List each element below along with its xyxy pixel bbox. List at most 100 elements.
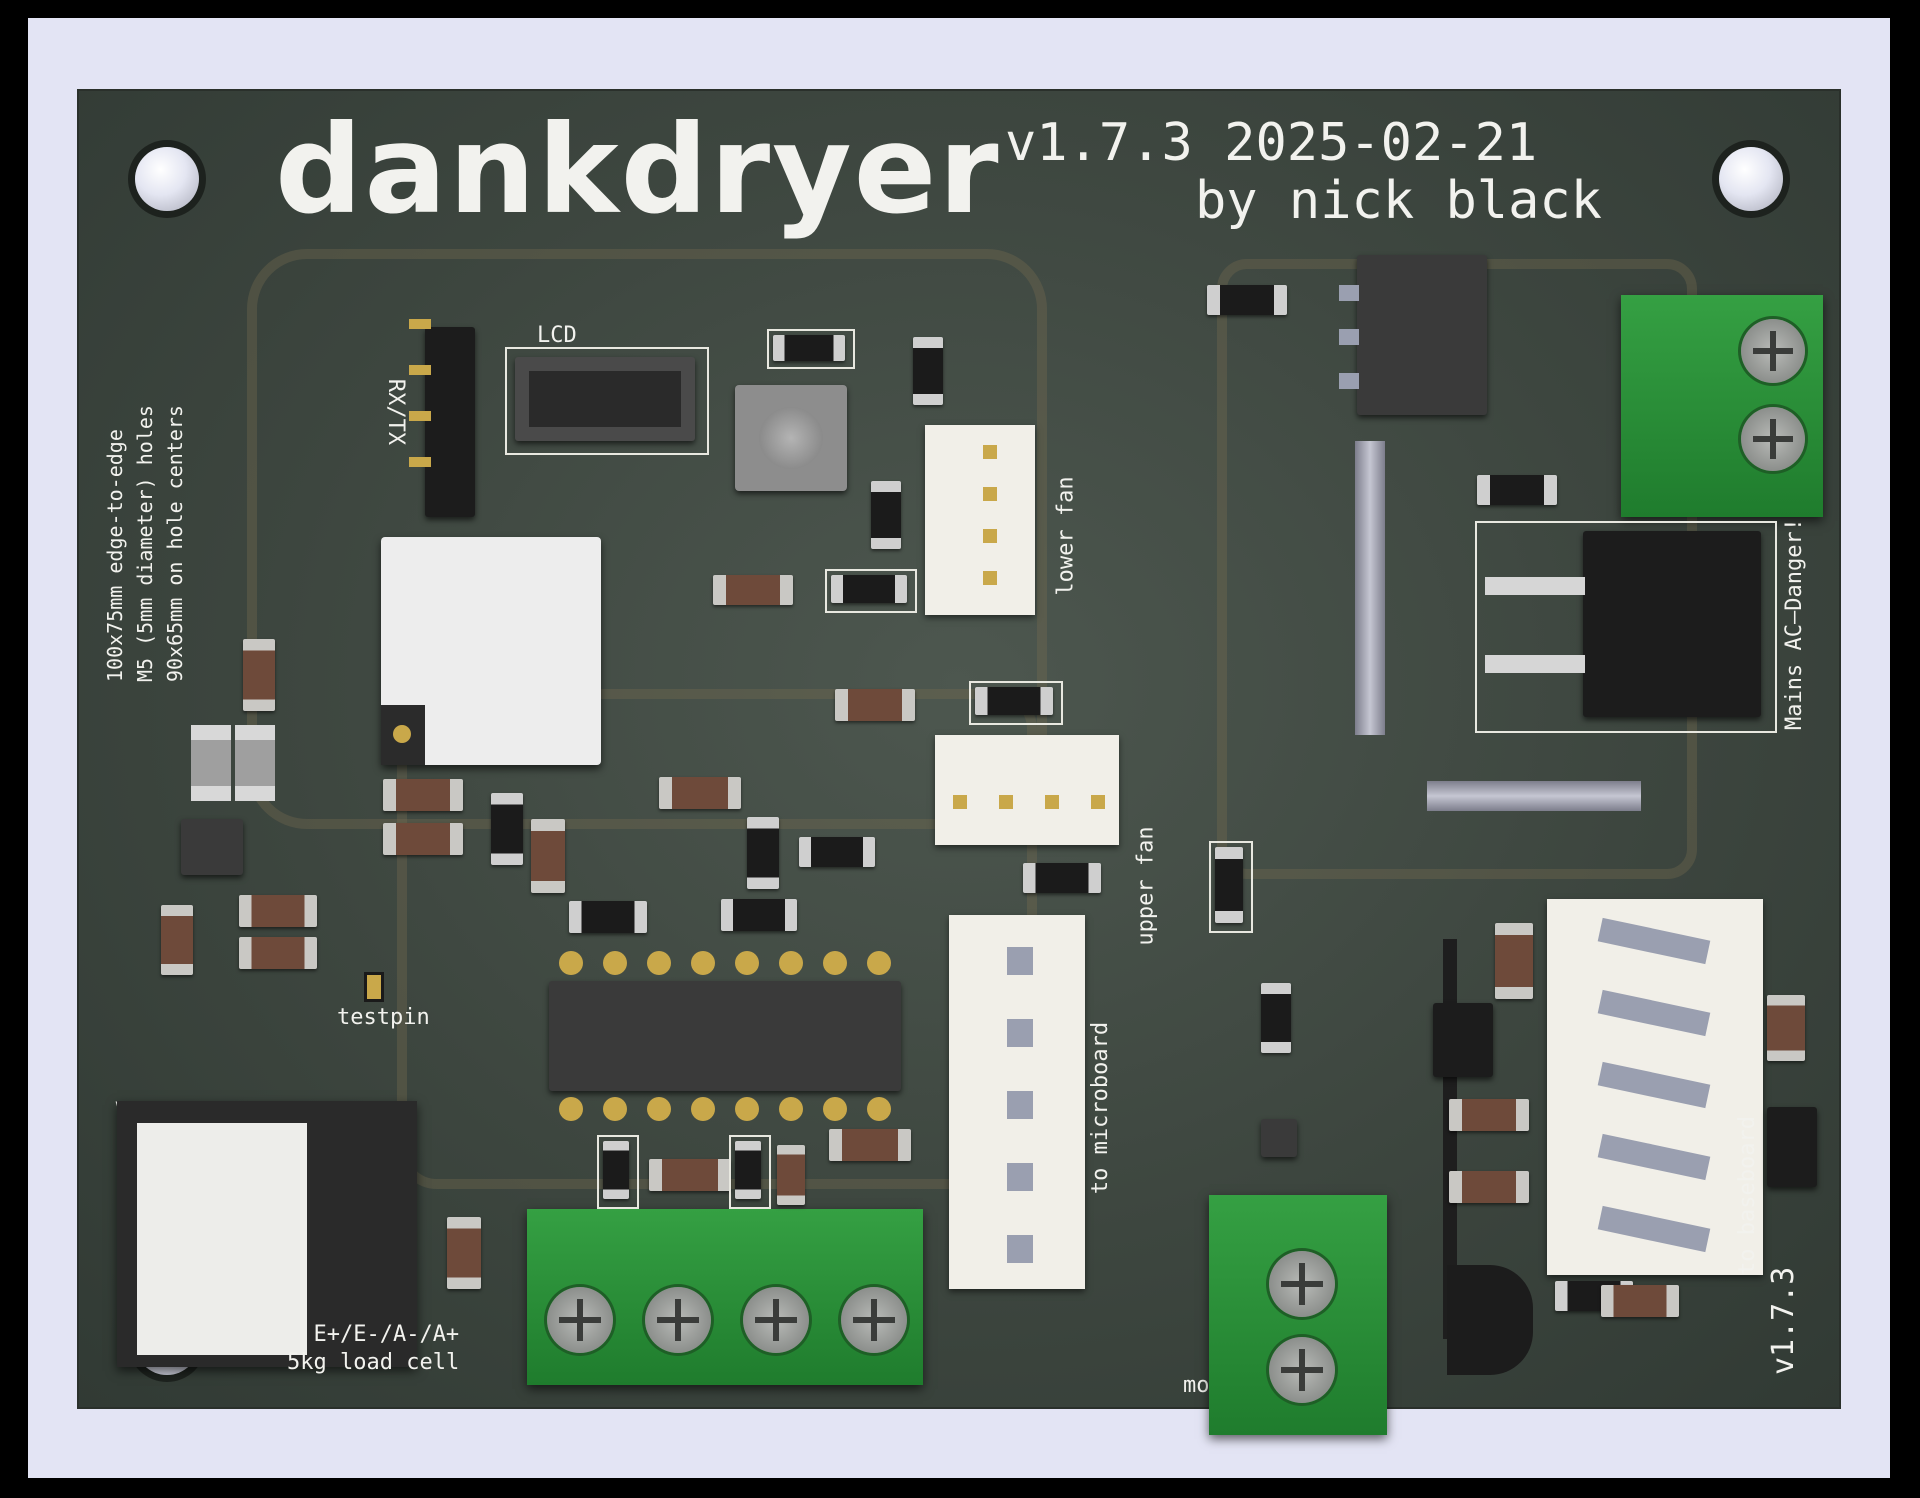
ic-pin [735,951,759,975]
version-corner: v1.7.3 [1766,1266,1801,1375]
lcd-connector-slot [529,371,681,427]
isolation-slot [1427,781,1641,811]
terminal-screw [1269,1337,1335,1403]
board-title: dankdryer [275,99,1001,241]
lcd-connector-outline [505,347,709,455]
optocoupler [1357,255,1487,415]
smd-resistor [1495,923,1533,999]
ic-pin [779,951,803,975]
ic-pin [1339,329,1359,345]
smd-resistor [649,1159,731,1191]
load-cell-label: E+/E-/A-/A+ 5kg load cell [287,1322,460,1375]
to-microboard-label: to microboard [1088,1021,1114,1195]
fan-pin [983,445,997,459]
ic-pin [647,1097,671,1121]
inductor [191,725,231,801]
smd-resistor [531,819,565,893]
ic-pin [779,1097,803,1121]
smd-resistor [1601,1285,1679,1317]
connector-pin [1007,1163,1033,1191]
fan-pin [1045,795,1059,809]
fan-pin [983,571,997,585]
to-baseboard-label: to baseboard [1735,1116,1760,1275]
rxtx-header [425,327,475,517]
smd-capacitor [1215,847,1243,923]
smd-resistor [1449,1099,1529,1131]
ic-pin [647,951,671,975]
rxtx-label: RX/TX [383,378,409,446]
smd-outline [729,1135,771,1209]
qfn-chip [181,819,243,875]
smd-capacitor [913,337,943,405]
header-pin [409,319,431,329]
connector-pin [1007,947,1033,975]
smd-capacitor [1023,863,1101,893]
smd-capacitor [975,687,1053,715]
mo-label: mo [1183,1373,1210,1398]
upper-fan-label: upper fan [1133,826,1159,946]
smd-capacitor [603,1141,629,1199]
terminal-screw [645,1287,711,1353]
ic-pin [603,951,627,975]
terminal-screw [547,1287,613,1353]
smd-outline [597,1135,639,1209]
ic-pin [823,951,847,975]
smd-resistor [829,1129,911,1161]
smd-resistor [239,895,317,927]
smd-outline [825,569,917,613]
ic-pin [867,1097,891,1121]
smd-resistor [243,639,275,711]
smd-capacitor [747,817,779,889]
smd-resistor [383,823,463,855]
smd-capacitor [773,335,845,361]
connector-pin [1007,1235,1033,1263]
smd-resistor [659,777,741,809]
mains-label: Mains AC—Danger! [1781,518,1807,730]
smd-resistor [713,575,793,605]
reset-button-cap [759,407,823,469]
smd-capacitor [1261,983,1291,1053]
fan-pin [983,529,997,543]
module-pad [393,725,411,743]
ic-pin [691,1097,715,1121]
mounting-hole [1719,147,1783,211]
smd-outline [767,329,855,369]
testpin [367,975,381,999]
ic-pin [735,1097,759,1121]
ic-pin [691,951,715,975]
header-pin [409,365,431,375]
dimensions-note: 100x75mm edge-to-edge M5 (5mm diameter) … [103,405,187,682]
fan-pin [999,795,1013,809]
ic-pin [603,1097,627,1121]
smd-outline [969,681,1063,725]
fan-pin [983,487,997,501]
smd-resistor [161,905,193,975]
smd-resistor [447,1217,481,1289]
triac [1583,531,1761,717]
terminal-screw [1741,407,1805,471]
sot23-transistor [1261,1119,1297,1157]
smd-capacitor [831,575,907,603]
author: by nick black [1195,171,1602,231]
connector-pin [1007,1019,1033,1047]
smd-capacitor [569,901,647,933]
smd-resistor [835,689,915,721]
mounting-hole [135,147,199,211]
ic-pin [1339,373,1359,389]
ic-pin [559,1097,583,1121]
ic-pin [559,951,583,975]
lcd-label: LCD [537,323,577,348]
terminal-screw [1741,319,1805,383]
ic-pin [1339,285,1359,301]
to92-transistor [1447,1265,1533,1375]
lower-fan-connector [925,425,1035,615]
load-cell-connector-face [137,1123,307,1355]
triac-outline [1475,521,1777,733]
smd-resistor [1767,995,1805,1061]
testpin-label: testpin [337,1005,430,1030]
smd-capacitor [1477,475,1557,505]
triac-pin [1485,655,1585,673]
terminal-screw [743,1287,809,1353]
inductor [235,725,275,801]
smd-capacitor [735,1141,761,1199]
